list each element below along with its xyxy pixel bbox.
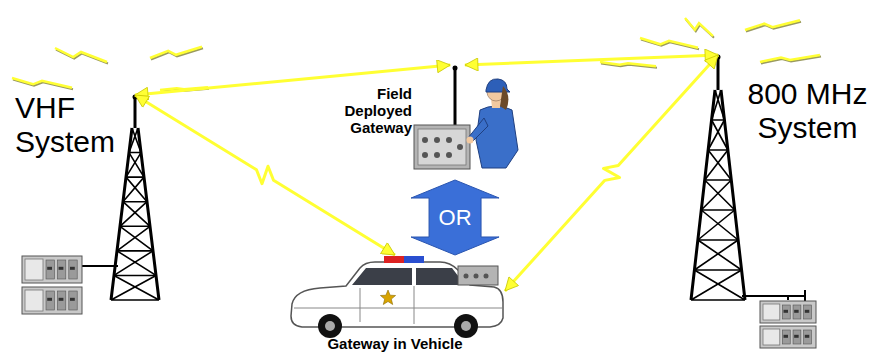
tower-brace — [114, 251, 156, 276]
tower-brace — [126, 153, 144, 178]
gateway-box — [414, 125, 470, 169]
tower-brace — [111, 275, 159, 300]
tower-brace — [123, 177, 147, 202]
signal-bolt — [55, 48, 107, 62]
gateway-knob — [474, 274, 479, 279]
police-car — [291, 256, 503, 338]
car-wheel — [454, 314, 478, 338]
gateway-knob — [457, 144, 463, 150]
gateway-knob — [434, 152, 440, 158]
feed-line — [742, 290, 805, 302]
gateway-knob — [446, 137, 452, 143]
tower-brace — [712, 90, 725, 120]
vhf-system: VHF System — [15, 95, 165, 320]
signal-bolt — [150, 47, 202, 58]
tower-leg — [691, 90, 745, 300]
tower-leg — [111, 128, 159, 300]
gateway-knob — [422, 152, 428, 158]
tower-brace — [694, 240, 741, 270]
equipment-rack — [22, 287, 82, 314]
gateway-knob — [484, 274, 489, 279]
wheel-hub — [325, 321, 335, 331]
signal-bolt — [760, 55, 820, 62]
gateway-knob — [422, 137, 428, 143]
equipment-rack — [760, 326, 816, 348]
node-label: VHF System — [15, 91, 133, 159]
gateway-knob — [434, 137, 440, 143]
tower-brace — [705, 150, 732, 180]
signal-bolt — [685, 18, 713, 36]
tower-brace — [698, 210, 738, 240]
equipment-rack — [760, 301, 816, 323]
800mhz-system: 800 MHz System — [690, 55, 870, 350]
wheel-hub — [461, 321, 471, 331]
tower-brace — [120, 202, 150, 227]
radio-link — [465, 55, 718, 65]
tower-brace — [117, 226, 153, 251]
operator-figure — [467, 79, 519, 168]
tower-brace — [701, 180, 734, 210]
tower-brace — [691, 270, 745, 300]
car-window — [352, 268, 465, 285]
antenna-mast — [134, 95, 137, 128]
gateway-antenna — [454, 66, 457, 126]
signal-bolt — [640, 38, 698, 48]
car-wheel — [318, 314, 342, 338]
tower-brace — [708, 120, 728, 150]
signal-bolt-shadow — [686, 20, 714, 38]
antenna-mast — [717, 55, 720, 90]
signal-bolt — [600, 62, 656, 66]
alternative-arrow — [411, 180, 499, 255]
node-label: Field Deployed Gateway — [328, 85, 412, 136]
antenna-tip — [453, 66, 458, 71]
gateway-knob — [446, 152, 452, 158]
field-gateway-illustration — [414, 66, 518, 170]
light-bar — [384, 256, 404, 263]
radio-link — [505, 55, 718, 291]
tower-brace — [129, 128, 141, 153]
node-label: 800 MHz System — [745, 77, 870, 145]
signal-bolt — [12, 78, 72, 88]
door-badge — [380, 290, 395, 305]
equipment-rack — [22, 256, 82, 283]
light-bar — [404, 256, 424, 263]
vehicle-gateway-box — [458, 266, 498, 285]
feed-line — [82, 265, 118, 267]
edge-label: OR — [439, 206, 472, 230]
gateway-knob — [464, 274, 469, 279]
radio-tower — [111, 95, 159, 301]
field-gateway: Field Deployed Gateway — [320, 65, 530, 180]
gateway-panel — [418, 129, 466, 165]
signal-bolt — [745, 20, 800, 30]
radio-tower — [691, 55, 745, 301]
vehicle-gateway: Gateway in Vehicle — [285, 255, 505, 352]
node-label: Gateway in Vehicle — [285, 335, 505, 352]
